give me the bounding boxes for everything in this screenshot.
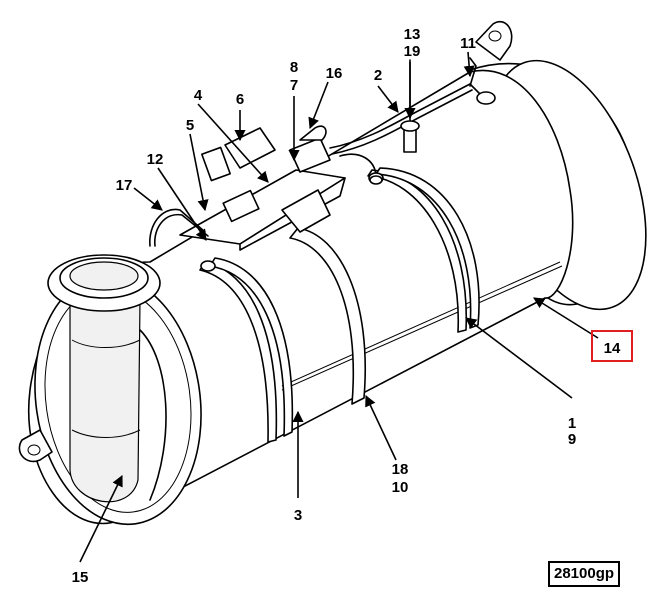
callout-2: 2: [374, 67, 382, 84]
inlet-end: [18, 254, 202, 526]
strap-18: [289, 227, 366, 405]
callout-12: 12: [147, 151, 164, 168]
callout-9: 9: [568, 431, 576, 448]
callout-1: 1: [568, 415, 576, 432]
leader-4: [197, 103, 269, 183]
callout-7: 7: [290, 77, 298, 94]
callout-16: 16: [326, 65, 343, 82]
callout-3: 3: [294, 507, 302, 524]
callout-13: 13: [404, 26, 421, 43]
leader-lines: [79, 51, 599, 563]
leader-5: [189, 133, 209, 212]
callout-11: 11: [460, 35, 476, 52]
callout-10: 10: [392, 479, 409, 496]
leader-2: [377, 85, 399, 113]
callout-17: 17: [116, 177, 133, 194]
callout-18: 18: [392, 461, 409, 478]
callout-14: 14: [604, 340, 621, 357]
leader-16: [308, 81, 329, 130]
leader-1-9: [465, 317, 573, 399]
figure-reference-code: 28100gp: [548, 561, 621, 587]
leader-18-10: [365, 394, 397, 461]
callout-8: 8: [290, 59, 298, 76]
callout-14-highlight-box: [591, 330, 633, 362]
sensor-module-bracket: [179, 125, 346, 251]
callout-5: 5: [186, 117, 194, 134]
leader-14: [533, 297, 599, 339]
leader-15: [79, 474, 123, 563]
leader-11: [463, 51, 475, 78]
callout-19: 19: [404, 43, 421, 60]
leader-12: [157, 167, 207, 241]
callout-4: 4: [194, 87, 203, 104]
clamp-band-left: [199, 257, 294, 443]
leader-17: [133, 187, 163, 211]
callout-labels: 1 9 2 3 4 5 6 8 7 11 12 13 19 14 15 16 1…: [72, 26, 633, 586]
callout-15: 15: [72, 569, 89, 586]
sensor-tubing: [149, 57, 496, 272]
callout-6: 6: [236, 91, 244, 108]
